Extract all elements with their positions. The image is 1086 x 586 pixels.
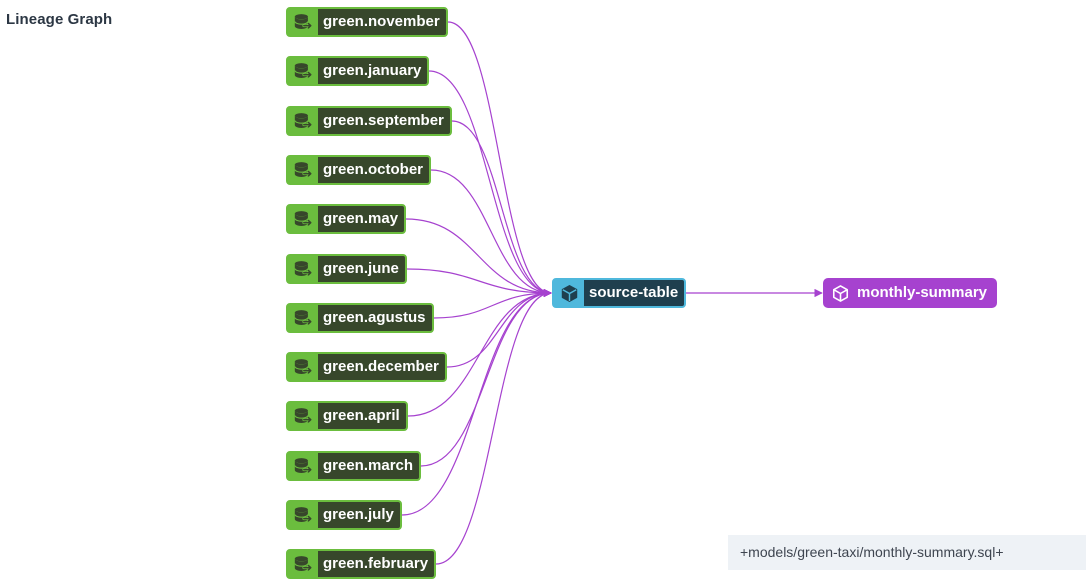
node-label: green.may <box>318 206 405 232</box>
database-icon <box>288 403 318 429</box>
node-label: green.november <box>318 9 446 35</box>
node-source[interactable]: green.november <box>286 7 448 37</box>
node-source[interactable]: green.january <box>286 56 430 86</box>
edge <box>407 288 552 417</box>
node-label: green.july <box>318 502 400 528</box>
edge <box>430 169 552 298</box>
node-source[interactable]: green.march <box>286 451 422 481</box>
database-icon <box>288 206 318 232</box>
node-label: green.september <box>318 108 450 134</box>
database-icon <box>288 453 318 479</box>
file-path-box: +models/green-taxi/monthly-summary.sql+ <box>728 535 1086 570</box>
edge <box>406 268 552 298</box>
database-icon <box>288 108 318 134</box>
node-label: green.february <box>318 551 435 577</box>
database-icon <box>288 58 318 84</box>
database-icon <box>288 9 318 35</box>
node-source[interactable]: green.july <box>286 500 402 530</box>
node-label: green.march <box>318 453 420 479</box>
node-label: monthly-summary <box>857 284 988 301</box>
node-source[interactable]: green.february <box>286 549 437 579</box>
node-source[interactable]: green.december <box>286 352 447 382</box>
node-label: green.october <box>318 157 430 183</box>
edge <box>428 70 552 298</box>
database-icon <box>288 502 318 528</box>
node-label: green.january <box>318 58 428 84</box>
database-icon <box>288 157 318 183</box>
edge <box>435 288 552 565</box>
edge <box>451 120 552 298</box>
node-source[interactable]: green.may <box>286 204 407 234</box>
node-monthly-summary[interactable]: monthly-summary <box>823 278 998 308</box>
node-source[interactable]: green.april <box>286 401 408 431</box>
page-title: Lineage Graph <box>6 11 113 28</box>
edge <box>433 288 552 319</box>
node-label: green.april <box>318 403 406 429</box>
node-source[interactable]: green.agustus <box>286 303 434 333</box>
cube-icon <box>825 280 855 306</box>
edge <box>405 218 552 298</box>
node-label: green.december <box>318 354 445 380</box>
node-source-table[interactable]: source-table <box>552 278 687 308</box>
edge <box>401 288 552 516</box>
database-icon <box>288 256 318 282</box>
node-label: green.june <box>318 256 405 282</box>
database-icon <box>288 305 318 331</box>
edge <box>446 288 552 368</box>
database-icon <box>288 354 318 380</box>
node-source[interactable]: green.september <box>286 106 452 136</box>
node-label: green.agustus <box>318 305 432 331</box>
cube-icon <box>554 280 584 306</box>
node-label: source-table <box>584 280 685 306</box>
database-icon <box>288 551 318 577</box>
edge <box>447 21 552 298</box>
node-source[interactable]: green.october <box>286 155 432 185</box>
node-source[interactable]: green.june <box>286 254 407 284</box>
